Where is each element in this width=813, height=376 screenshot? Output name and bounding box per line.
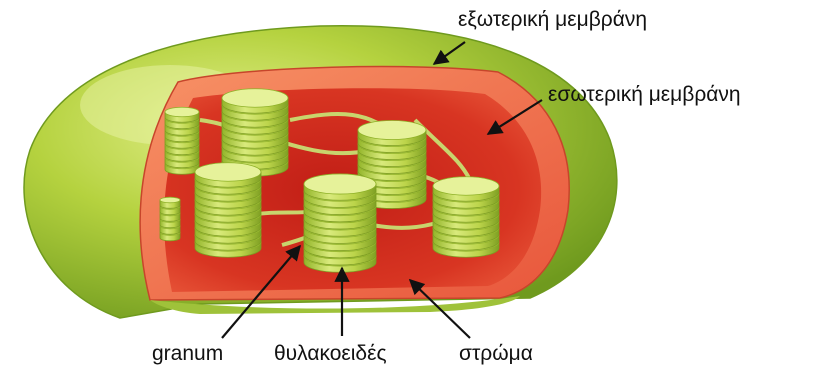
thylakoid-disc-top xyxy=(195,163,261,181)
label-outer-membrane: εξωτερική μεμβράνη xyxy=(458,9,647,30)
thylakoid-disc-top xyxy=(304,174,376,194)
granum-3 xyxy=(195,163,261,257)
thylakoid-disc-top xyxy=(160,197,180,203)
granum-5 xyxy=(304,174,376,272)
granum-1 xyxy=(165,107,199,174)
granum-6 xyxy=(433,177,499,257)
label-stroma: στρώμα xyxy=(459,343,533,364)
thylakoid-disc-top xyxy=(165,107,199,117)
granum-7 xyxy=(160,197,180,241)
thylakoid-disc-top xyxy=(222,89,288,107)
label-inner-membrane: εσωτερική μεμβράνη xyxy=(548,84,741,105)
label-thylakoids: θυλακοειδές xyxy=(274,343,387,364)
thylakoid-disc-top xyxy=(433,177,499,195)
thylakoid-disc-top xyxy=(358,120,426,139)
label-granum: granum xyxy=(152,343,223,364)
